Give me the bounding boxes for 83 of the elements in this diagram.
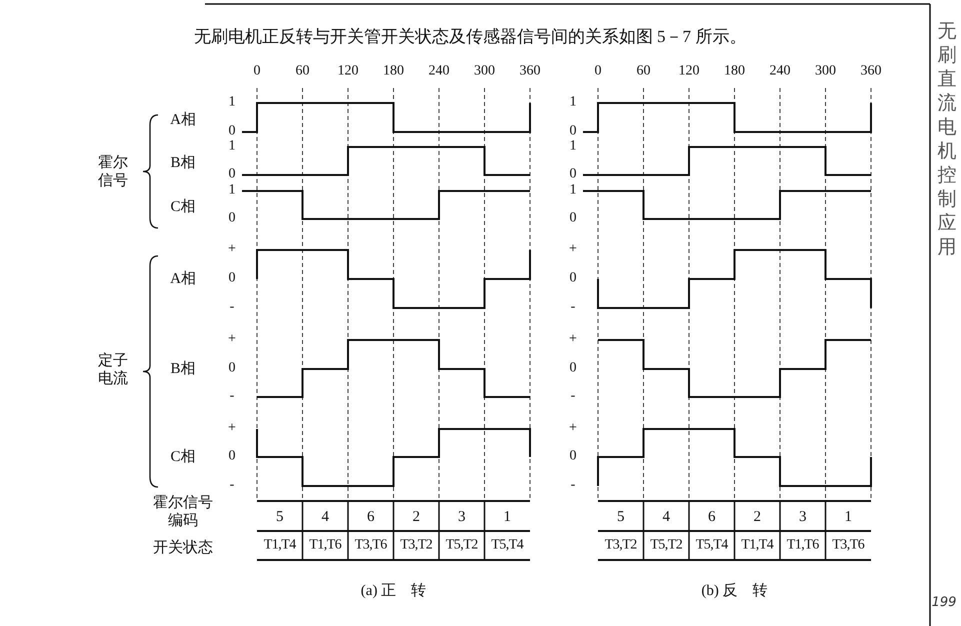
level-label: 0 bbox=[228, 270, 236, 288]
level-label: 0 bbox=[228, 124, 236, 140]
hall-code: 2 bbox=[412, 508, 420, 526]
phase-label: A相 bbox=[170, 270, 196, 288]
level-label: 0 bbox=[228, 166, 236, 184]
switch-state: T3,T6 bbox=[832, 538, 864, 554]
hall-code: 6 bbox=[367, 508, 374, 526]
level-label: - bbox=[570, 478, 576, 494]
caption: (a) 正 转 bbox=[360, 582, 426, 600]
level-label: 0 bbox=[228, 210, 236, 228]
tick-label: 300 bbox=[474, 64, 495, 80]
hall-code: 4 bbox=[662, 508, 670, 526]
hall-code: 3 bbox=[458, 508, 466, 526]
body-text: 无刷电机正反转与开关管开关状态及传感器信号间的关系如图 5－7 所示。 bbox=[194, 26, 746, 48]
level-label: 0 bbox=[228, 448, 236, 466]
tick-label: 120 bbox=[678, 64, 700, 80]
switch-state: T1,T6 bbox=[786, 538, 819, 554]
tick-label: 0 bbox=[254, 64, 260, 80]
level-label: 1 bbox=[570, 94, 576, 112]
level-label: - bbox=[570, 300, 576, 316]
level-label: 1 bbox=[570, 138, 576, 156]
level-label: + bbox=[569, 332, 577, 348]
phase-label: A相 bbox=[170, 110, 196, 128]
level-label: 0 bbox=[570, 448, 576, 466]
tick-label: 360 bbox=[520, 64, 540, 80]
tick-label: 180 bbox=[383, 64, 404, 80]
page-number: 199 bbox=[932, 595, 956, 611]
tick-label: 120 bbox=[338, 64, 358, 80]
level-label: 1 bbox=[228, 138, 236, 156]
level-label: + bbox=[569, 242, 577, 258]
tick-label: 60 bbox=[636, 64, 650, 80]
level-label: + bbox=[228, 420, 236, 438]
phase-label: C相 bbox=[170, 198, 196, 216]
level-label: 0 bbox=[570, 166, 576, 184]
tick-label: 180 bbox=[724, 64, 745, 80]
tick-label: 0 bbox=[594, 64, 602, 80]
hall-code: 5 bbox=[617, 508, 624, 526]
level-label: 0 bbox=[570, 210, 576, 228]
level-label: 0 bbox=[228, 360, 236, 378]
level-label: 1 bbox=[228, 182, 236, 200]
side-heading: 无刷直流电机控制应用 bbox=[937, 20, 957, 260]
hall-code: 1 bbox=[504, 508, 511, 526]
switch-state: T5,T2 bbox=[650, 538, 682, 554]
level-label: + bbox=[228, 242, 236, 258]
tick-label: 360 bbox=[860, 64, 882, 80]
level-label: 0 bbox=[570, 360, 576, 378]
phase-label: B相 bbox=[170, 154, 196, 172]
switch-state: T1,T6 bbox=[309, 538, 342, 554]
tick-label: 240 bbox=[770, 64, 790, 80]
tick-label: 300 bbox=[815, 64, 836, 80]
switch-state: T5,T4 bbox=[696, 538, 728, 554]
level-label: + bbox=[569, 420, 577, 438]
row-heading: 开关状态 bbox=[153, 539, 213, 557]
level-label: 1 bbox=[228, 94, 236, 112]
switch-state: T1,T4 bbox=[741, 538, 774, 554]
level-label: - bbox=[230, 478, 234, 494]
level-label: - bbox=[230, 388, 234, 406]
hall-code: 1 bbox=[844, 508, 852, 526]
hall-code: 2 bbox=[754, 508, 761, 526]
caption: (b) 反 转 bbox=[701, 582, 768, 600]
phase-label: B相 bbox=[170, 360, 196, 378]
hall-code: 4 bbox=[322, 508, 329, 526]
level-label: - bbox=[230, 300, 234, 316]
group-label: 霍尔信号 bbox=[97, 154, 129, 190]
group-label: 定子电流 bbox=[97, 352, 129, 388]
level-label: + bbox=[228, 332, 236, 348]
switch-state: T3,T2 bbox=[400, 538, 432, 554]
switch-state: T1,T4 bbox=[264, 538, 296, 554]
hall-code: 6 bbox=[708, 508, 716, 526]
switch-state: T3,T6 bbox=[354, 538, 387, 554]
level-label: - bbox=[570, 388, 576, 406]
level-label: 0 bbox=[570, 124, 576, 140]
row-heading: 霍尔信号编码 bbox=[152, 494, 214, 530]
level-label: 1 bbox=[570, 182, 576, 200]
hall-code: 5 bbox=[276, 508, 284, 526]
switch-state: T5,T4 bbox=[491, 538, 524, 554]
hall-code: 3 bbox=[799, 508, 806, 526]
switch-state: T5,T2 bbox=[446, 538, 478, 554]
phase-label: C相 bbox=[170, 448, 196, 466]
level-label: 0 bbox=[570, 270, 576, 288]
tick-label: 240 bbox=[428, 64, 450, 80]
switch-state: T3,T2 bbox=[604, 538, 637, 554]
tick-label: 60 bbox=[296, 64, 310, 80]
